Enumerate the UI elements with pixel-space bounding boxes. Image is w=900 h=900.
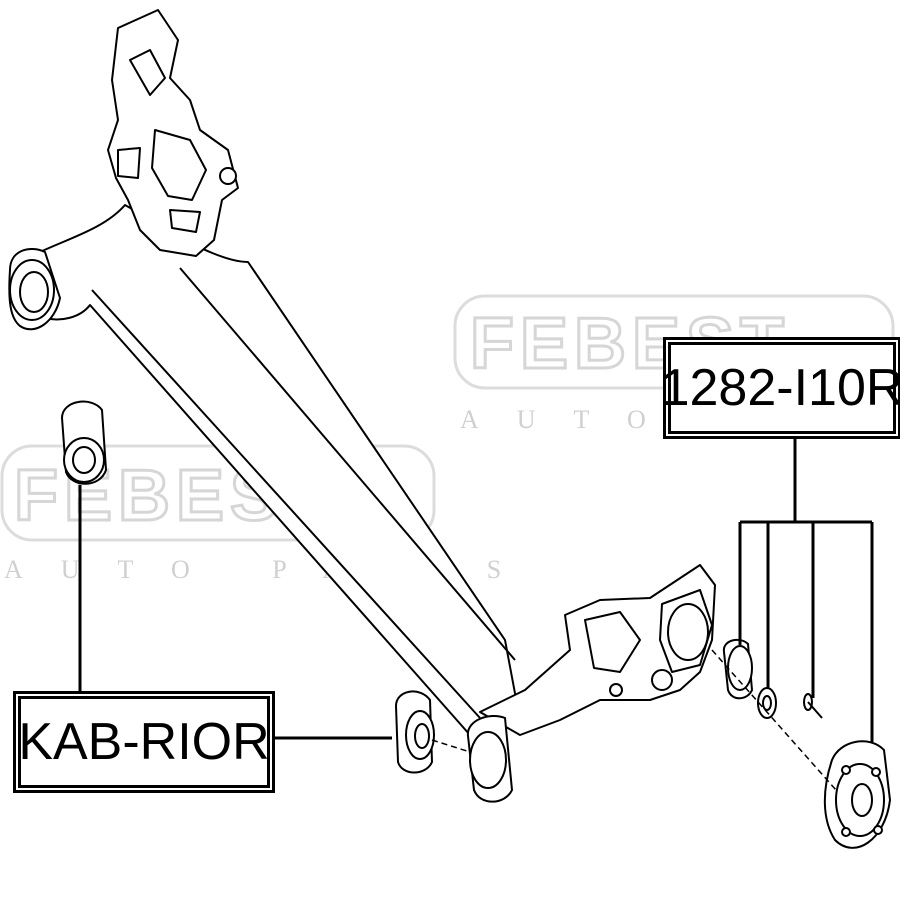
leader-lines [78,432,874,742]
axle-beam [39,204,521,736]
hub-bolt [803,693,823,719]
bushing-upper [60,400,108,485]
hub-part-number-label: 1282-I10R [661,342,900,434]
lower-bracket [479,564,716,736]
bushing-part-number-label: KAB-RIOR [18,696,270,788]
hub-washer [757,687,777,719]
bushing-leader-dashed [431,739,471,753]
bushing-lower [394,690,435,774]
upper-bracket [107,9,239,257]
bushing-mounted [466,715,514,803]
hub-axis-dashed [711,649,837,791]
wheel-hub [823,740,892,849]
hub-bearing-sleeve [722,638,754,700]
left-end-eye [8,248,62,331]
